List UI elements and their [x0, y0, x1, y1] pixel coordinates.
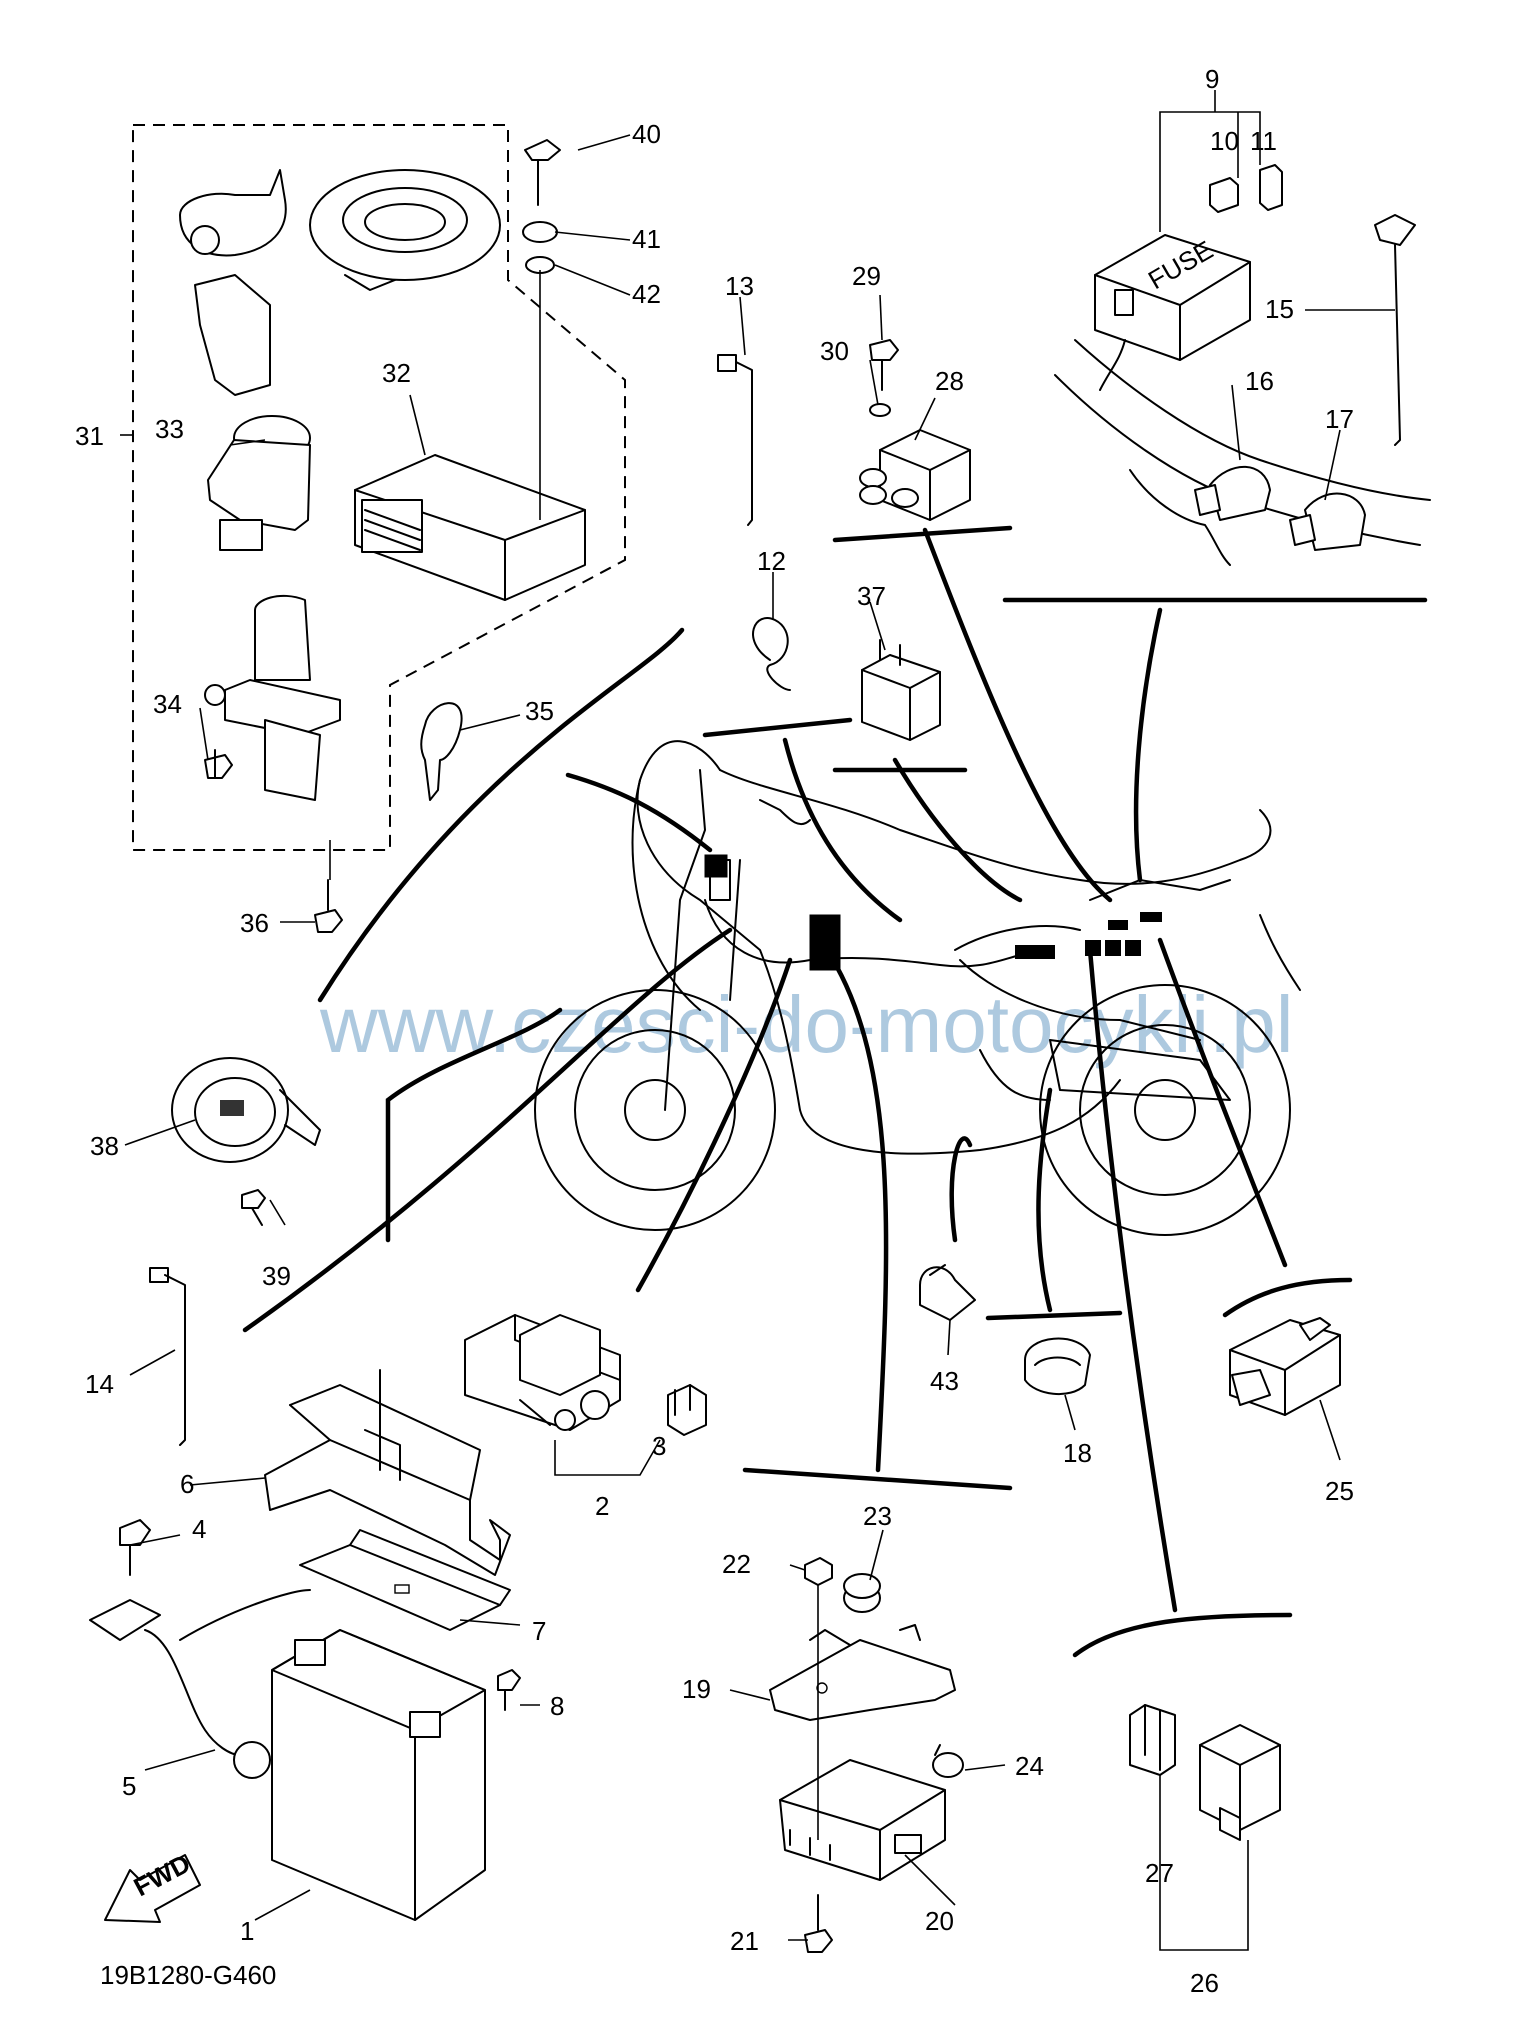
- group-31-dashed-outline: [132, 124, 626, 851]
- callout-7: 7: [532, 1616, 546, 1646]
- screws-parts-34-36: [204, 749, 343, 933]
- bolt-part-29: [869, 339, 899, 417]
- callout-3: 3: [652, 1431, 666, 1461]
- cdi-unit-part-32: [354, 454, 586, 601]
- callout-21: 21: [730, 1926, 759, 1956]
- drawing-code: 19B1280-G460: [100, 1960, 276, 1990]
- callout-25: 25: [1325, 1476, 1354, 1506]
- clip-part-12: [752, 617, 791, 691]
- callout-20: 20: [925, 1906, 954, 1936]
- leader-26-27: [1159, 1775, 1249, 1951]
- callout-10: 10: [1210, 126, 1239, 156]
- callout-38: 38: [90, 1131, 119, 1161]
- cable-tie-part-14: [149, 1267, 186, 1446]
- ecu-part-20: [779, 1759, 946, 1881]
- bracket-26: [1072, 1612, 1293, 1658]
- watermark-text: www.czesci-do-motocykli.pl: [319, 980, 1294, 1069]
- bolt-part-8: [497, 1669, 521, 1711]
- callout-11: 11: [1250, 126, 1277, 156]
- relay-part-26: [1199, 1724, 1281, 1841]
- callout-43: 43: [930, 1366, 959, 1396]
- harness-routing-lines: [242, 527, 1288, 1613]
- callout-37: 37: [857, 581, 886, 611]
- leader-2-3: [554, 1439, 661, 1476]
- motorcycle-outline: [534, 740, 1301, 1236]
- callout-19: 19: [682, 1674, 711, 1704]
- callout-15: 15: [1265, 294, 1294, 324]
- callout-labels: 1 2 3 4 5 6 7 8 9 10 11 12 13 14 15 16 1…: [75, 64, 1354, 1998]
- battery-pad-part-7: [299, 1529, 511, 1631]
- screws-parts-40-42: [522, 139, 561, 520]
- key-part-35: [420, 702, 463, 801]
- callout-17: 17: [1325, 404, 1354, 434]
- callout-31: 31: [75, 421, 104, 451]
- fuse-part-3: [667, 1384, 707, 1436]
- callout-12: 12: [757, 546, 786, 576]
- grommet-part-23: [843, 1573, 881, 1613]
- battery-cable-part-5: [89, 1589, 311, 1779]
- callout-39: 39: [262, 1261, 291, 1291]
- callout-18: 18: [1063, 1438, 1092, 1468]
- starter-relay-part-2: [464, 1314, 621, 1431]
- fuel-cap-lock-part-31: [179, 169, 501, 396]
- callout-30: 30: [820, 336, 849, 366]
- bolt-part-4: [119, 1519, 151, 1576]
- coupler-part-27: [1129, 1704, 1176, 1776]
- callout-26: 26: [1190, 1968, 1219, 1998]
- frame-tubes-parts-16-17: [1054, 339, 1431, 566]
- callout-14: 14: [85, 1369, 114, 1399]
- callout-42: 42: [632, 279, 661, 309]
- callout-16: 16: [1245, 366, 1274, 396]
- callout-33: 33: [155, 414, 184, 444]
- callout-1: 1: [240, 1916, 254, 1946]
- callout-6: 6: [180, 1469, 194, 1499]
- cable-tie-part-13: [717, 354, 753, 526]
- fwd-arrow-icon: FWD: [104, 1848, 201, 1923]
- relay-part-37: [861, 639, 941, 741]
- callout-24: 24: [1015, 1751, 1044, 1781]
- bracket-28: [832, 525, 1013, 543]
- callout-41: 41: [632, 224, 661, 254]
- bracket-18: [985, 1310, 1123, 1321]
- bracket-25: [1222, 1277, 1353, 1318]
- bracket-12: [702, 717, 853, 738]
- callout-34: 34: [153, 689, 182, 719]
- callout-23: 23: [863, 1501, 892, 1531]
- bolt-part-39: [241, 1189, 266, 1226]
- flasher-relay-part-25: [1229, 1317, 1341, 1416]
- battery-part-1: [271, 1629, 486, 1921]
- clip-part-24: [932, 1744, 964, 1778]
- callout-40: 40: [632, 119, 661, 149]
- ignition-switch-part-31-lower: [204, 594, 341, 801]
- callout-27: 27: [1145, 1858, 1174, 1888]
- fuse-box-part-9: FUSE: [1094, 234, 1251, 391]
- callout-32: 32: [382, 358, 411, 388]
- callout-28: 28: [935, 366, 964, 396]
- cable-tie-part-15: [1374, 214, 1416, 446]
- callout-leaders: [120, 134, 1395, 1941]
- callout-9: 9: [1205, 64, 1219, 94]
- fuse-part-11: [1259, 164, 1283, 211]
- fuse-part-10: [1209, 177, 1239, 213]
- clamp-part-43: [919, 1264, 976, 1321]
- horn-part-38: [171, 1057, 321, 1163]
- battery-cover-part-6: [264, 1369, 511, 1576]
- relay-part-28: [859, 429, 971, 521]
- main-switch-part-33: [207, 415, 311, 551]
- callout-22: 22: [722, 1549, 751, 1579]
- bolt-part-21: [804, 1894, 833, 1953]
- callout-4: 4: [192, 1514, 206, 1544]
- callout-2: 2: [595, 1491, 609, 1521]
- clamp-part-18: [1024, 1337, 1091, 1396]
- callout-5: 5: [122, 1771, 136, 1801]
- bracket-part-19: [769, 1624, 956, 1721]
- nut-part-22: [804, 1557, 833, 1840]
- bracket-19: [742, 1467, 1013, 1491]
- callout-8: 8: [550, 1691, 564, 1721]
- callout-35: 35: [525, 696, 554, 726]
- callout-13: 13: [725, 271, 754, 301]
- callout-29: 29: [852, 261, 881, 291]
- callout-36: 36: [240, 908, 269, 938]
